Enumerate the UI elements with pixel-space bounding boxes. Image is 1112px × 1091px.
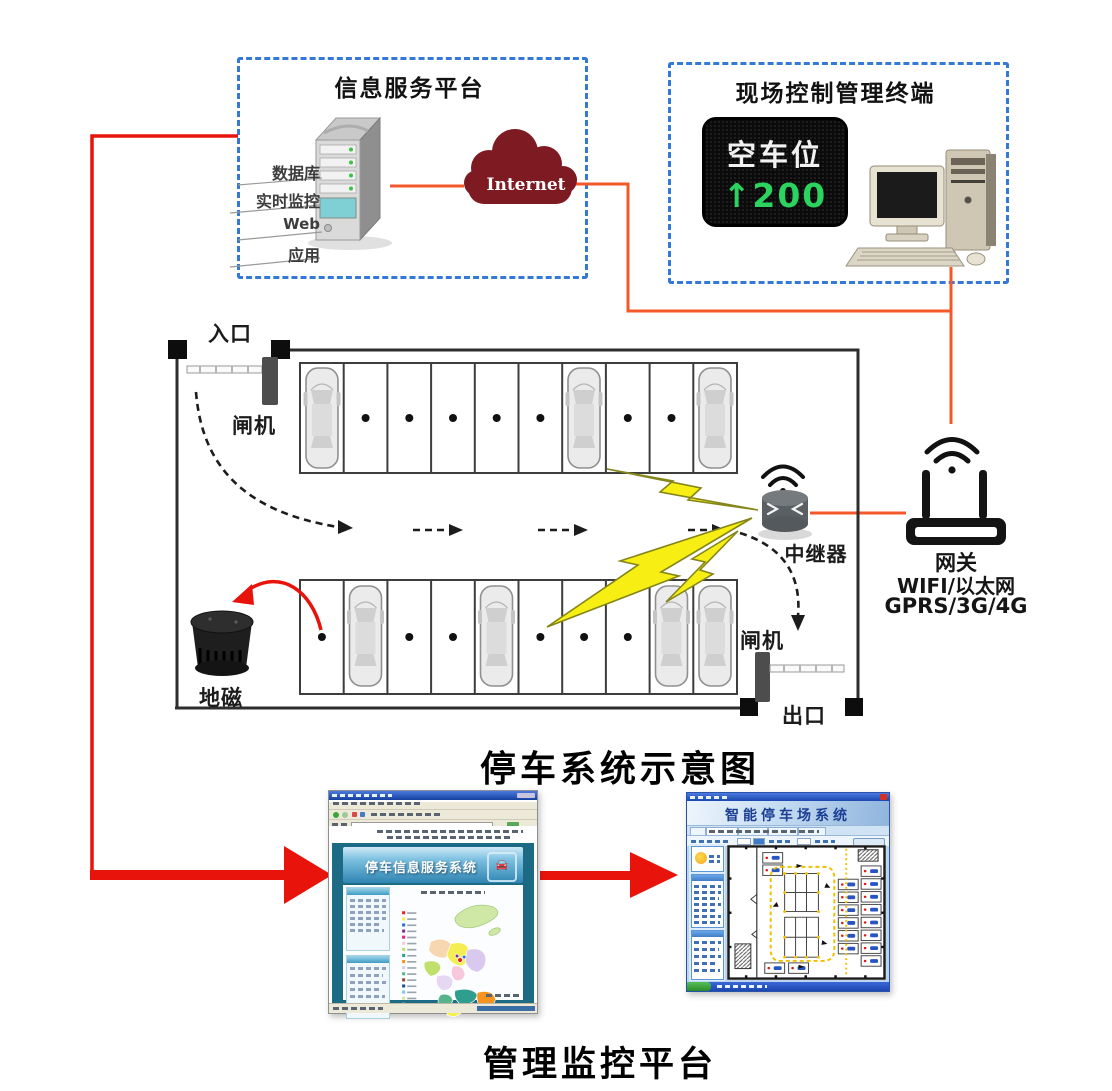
parking-lot-walls	[168, 340, 863, 716]
desktop-computer-icon	[845, 149, 996, 267]
led-line1: 空车位	[726, 138, 823, 172]
geomagnetic-sensor-icon	[190, 610, 254, 676]
info-platform-box	[237, 57, 588, 279]
server-icon	[229, 116, 392, 268]
web-side-panel-1	[346, 887, 390, 951]
gateway-icon	[906, 437, 1006, 545]
app-sidebar-panel-1	[691, 874, 724, 928]
app-title: 智能停车场系统	[725, 808, 851, 824]
app-sidebar	[689, 844, 725, 981]
terminal-title: 现场控制管理终端	[735, 81, 936, 107]
internet-label: Internet	[487, 175, 566, 195]
led-display: 空车位 ↑200	[702, 117, 848, 227]
exit-gate-label: 闸机	[740, 629, 784, 653]
exit-label: 出口	[782, 704, 826, 728]
red-loop-connector	[90, 134, 332, 904]
app-screenshot: 智能停车场系统	[686, 792, 890, 992]
web-banner: 停车信息服务系统 🚘	[343, 847, 523, 883]
led-line2: ↑200	[722, 176, 828, 215]
entrance-gate-icon	[186, 357, 278, 405]
forward-icon	[342, 812, 348, 818]
platform-caption: 管理监控平台	[482, 1044, 717, 1085]
magnet-label: 地磁	[199, 686, 243, 710]
red-arrow-between-screens	[540, 852, 678, 898]
refresh-icon	[360, 812, 365, 817]
drive-path-arrows	[194, 391, 805, 631]
app-titlebar	[687, 793, 889, 801]
web-page: 停车信息服务系统 🚘	[329, 826, 537, 1019]
app-banner: 智能停车场系统	[687, 801, 889, 826]
sensor-pointer-arrow	[232, 579, 323, 631]
close-icon	[880, 794, 887, 800]
parking-row-top	[299, 362, 738, 474]
server-label-database: 数据库	[271, 164, 320, 183]
terminal-box	[668, 62, 1009, 284]
back-icon	[333, 812, 339, 818]
app-taskbar	[687, 982, 889, 991]
stop-icon	[352, 812, 357, 817]
server-label-monitoring: 实时监控	[255, 192, 320, 211]
browser-statusbar	[329, 1003, 537, 1013]
gateway-tech2: GPRS/3G/4G	[884, 594, 1028, 618]
browser-titlebar	[329, 791, 537, 800]
stall-sensor-dots	[317, 414, 676, 641]
parking-p-icon: 🚘	[487, 852, 517, 882]
server-label-app: 应用	[287, 246, 320, 265]
entrance-label: 入口	[208, 322, 252, 346]
start-button-icon	[687, 982, 711, 991]
server-label-web: Web	[283, 215, 320, 233]
app-sidebar-panel-2	[691, 930, 724, 980]
repeater-label: 中继器	[784, 542, 848, 566]
go-icon	[507, 822, 519, 827]
web-screenshot: 停车信息服务系统 🚘	[328, 790, 538, 1019]
app-tabs	[687, 826, 889, 836]
entrance-gate-label: 闸机	[232, 414, 276, 438]
browser-menubar	[329, 802, 537, 810]
diagram-caption: 停车系统示意图	[479, 748, 760, 790]
info-platform-title: 信息服务平台	[334, 76, 485, 102]
wireless-lightning-bolts	[546, 468, 759, 628]
city-district-map	[402, 904, 501, 1017]
gateway-name: 网关	[935, 551, 977, 575]
gateway-tech1: WIFI/以太网	[897, 574, 1015, 598]
browser-toolbar	[329, 810, 537, 820]
repeater-icon	[758, 464, 812, 540]
web-title: 停车信息服务系统	[365, 861, 478, 876]
internet-cloud-icon: Internet	[464, 129, 577, 204]
exit-gate-icon	[755, 652, 845, 702]
app-sidebar-logo	[691, 846, 724, 872]
app-floor-plan	[727, 845, 886, 980]
